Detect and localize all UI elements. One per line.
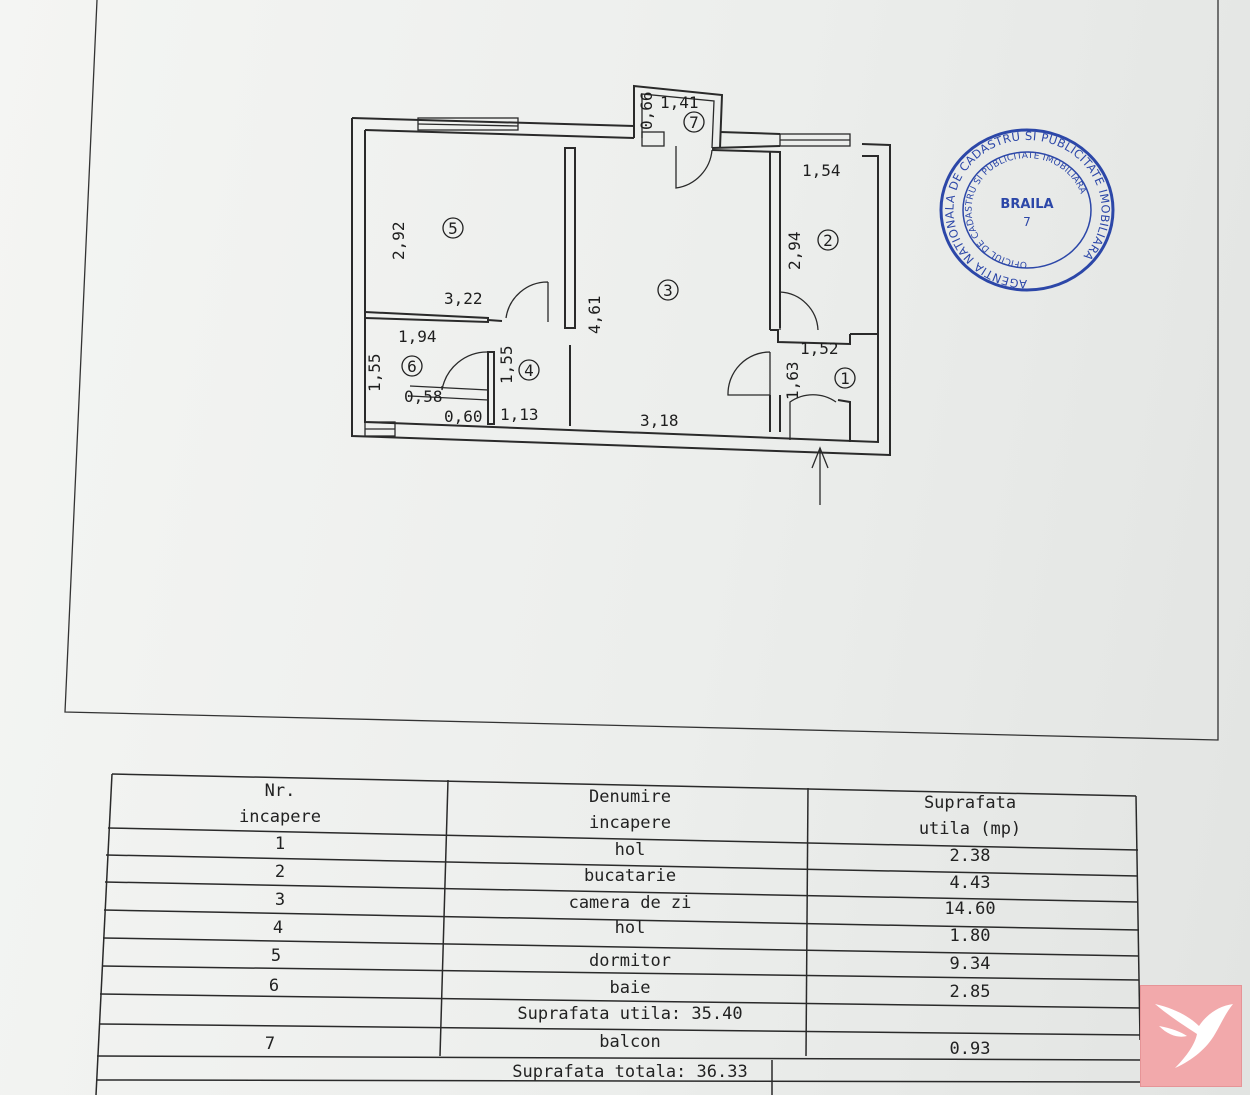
cadastre-stamp: AGENTIA NATIONALA DE CADASTRU SI PUBLICI… — [939, 128, 1115, 292]
outer-walls — [351, 117, 891, 457]
dim-living-width: 3,18 — [640, 411, 679, 430]
svg-text:5: 5 — [448, 219, 458, 238]
dim-kitchen-depth: 2,94 — [785, 231, 804, 270]
room-marker-1: 1 — [834, 367, 856, 389]
dim-balcony-width: 1,41 — [660, 93, 699, 112]
entry-arrow-icon — [811, 446, 829, 505]
stamp-number: 7 — [1023, 215, 1031, 229]
doors — [409, 281, 837, 440]
dim-bedroom-width: 3,22 — [444, 289, 483, 308]
room-marker-7: 7 — [683, 111, 705, 133]
dim-bath-small-2: 0,60 — [444, 407, 483, 426]
bird-logo-icon — [1155, 1004, 1233, 1068]
header-name: Denumire incapere — [589, 787, 671, 833]
balcony — [633, 84, 724, 189]
dim-hall-width: 1,52 — [800, 339, 839, 358]
room-marker-6: 6 — [401, 355, 423, 377]
room-marker-3: 3 — [657, 279, 679, 301]
dim-kitchen-width: 1,54 — [802, 161, 841, 180]
svg-text:7: 7 — [689, 113, 699, 132]
dim-inner-hall-width: 1,13 — [500, 405, 539, 424]
room-number-markers: 1 2 3 4 5 6 7 — [401, 111, 856, 389]
agency-logo — [1140, 985, 1242, 1087]
total-area: Suprafata totala: 36.33 — [512, 1062, 748, 1082]
dimension-labels: 0,66 1,41 1,54 2,92 3,22 2,94 4,61 1,94 … — [365, 91, 841, 430]
room-marker-5: 5 — [442, 217, 464, 239]
floor-plan: 0,66 1,41 1,54 2,92 3,22 2,94 4,61 1,94 … — [351, 84, 891, 505]
interior-walls — [364, 147, 878, 442]
header-area: Suprafata utila (mp) — [918, 793, 1022, 839]
header-nr: Nr. incapere — [239, 781, 321, 827]
svg-text:4: 4 — [524, 361, 534, 380]
svg-text:3: 3 — [663, 281, 673, 300]
dim-hall-depth: 1,63 — [783, 361, 802, 400]
dim-bedroom-depth: 2,92 — [389, 221, 408, 260]
stamp-city: BRAILA — [1000, 197, 1053, 212]
room-marker-2: 2 — [817, 229, 839, 251]
dim-balcony-depth: 0,66 — [637, 91, 656, 130]
svg-text:6: 6 — [407, 357, 417, 376]
useful-area-total: Suprafata utila: 35.40 — [517, 1004, 743, 1024]
windows — [364, 117, 851, 437]
dim-bath-depth: 1,55 — [365, 353, 384, 392]
svg-text:1: 1 — [840, 369, 850, 388]
svg-text:2: 2 — [823, 231, 833, 250]
dim-bath-small-1: 0,58 — [404, 387, 443, 406]
dim-inner-hall-depth: 1,55 — [497, 345, 516, 384]
dim-bath-width: 1,94 — [398, 327, 437, 346]
dim-living-depth: 4,61 — [585, 295, 604, 334]
room-marker-4: 4 — [518, 359, 540, 381]
